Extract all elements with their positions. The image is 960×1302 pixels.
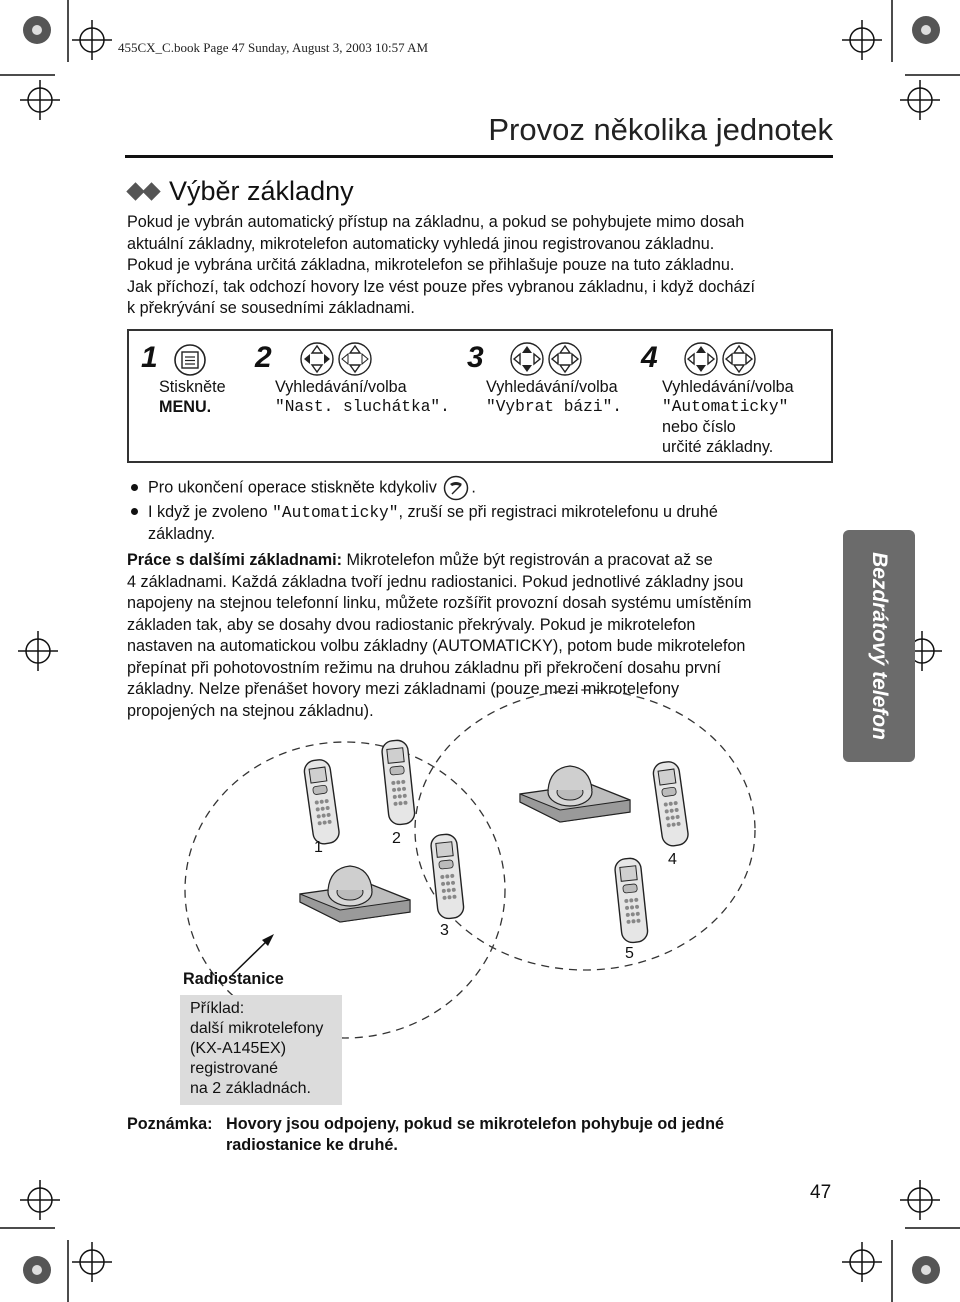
handset-label: 2 [392,830,401,847]
intro-line: k překrývání se sousedními základnami. [127,299,415,317]
multi-line: nastaven na automatickou volbu základny … [127,637,746,655]
note-text: Hovory jsou odpojeny, pokud se mikrotele… [226,1115,724,1133]
step-3-text: Vyhledávání/volba "Vybrat bázi". [486,377,622,417]
caption-line: (KX-A145EX) [190,1040,287,1057]
handset-label: 3 [440,922,449,939]
intro-line: Pokud je vybrána určitá základna, mikrot… [127,256,735,274]
multi-line-text: Mikrotelefon může být registrován a prac… [342,551,713,569]
bullet-text: Pro ukončení operace stiskněte kdykoliv [148,478,437,497]
navigation-keys-icon [510,342,582,376]
bullet-item: Pro ukončení operace stiskněte kdykoliv … [127,475,476,501]
page-number: 47 [810,1182,832,1203]
multi-line: základny. Nelze přenášet hovory mezi zák… [127,680,680,698]
bullet-item: I když je zvoleno "Automaticky", zruší s… [127,502,718,545]
bullet-text: , zruší se při registraci mikrotelefonu … [398,503,718,521]
step-line: "Automaticky" [662,398,789,416]
intro-line: Pokud je vybrán automatický přístup na z… [127,213,745,231]
side-tab: Bezdrátový telefon [843,530,915,762]
steps-box: 1 Stiskněte MENU. 2 Vyhledávání/volba "N… [127,329,833,463]
step-line: "Vybrat bázi". [486,398,622,416]
handset-label: 4 [668,851,677,868]
multi-base-paragraph: Práce s dalšími základnami: Mikrotelefon… [127,550,833,722]
multi-lead: Práce s dalšími základnami: [127,551,343,569]
multi-line: propojených na stejnou základnu). [127,701,374,720]
intro-line: Jak příchozí, tak odchozí hovory lze vés… [127,277,756,296]
step-line: Vyhledávání/volba [275,378,407,396]
step-line: Vyhledávání/volba [662,378,794,396]
caption-line: Příklad: [190,1000,245,1017]
step-line: MENU. [159,398,212,416]
step-number: 4 [641,341,658,374]
step-number: 2 [255,341,272,374]
note-text: radiostanice ke druhé. [226,1136,398,1154]
bullet-mono-text: "Automaticky" [272,504,399,522]
handset-label: 1 [314,839,323,856]
note: Poznámka: Hovory jsou odpojeny, pokud se … [127,1114,724,1156]
navigation-keys-icon [684,342,756,376]
section-title-text: Výběr základny [169,176,354,206]
intro-line: aktuální základny, mikrotelefon automati… [127,234,715,253]
step-2-text: Vyhledávání/volba "Nast. sluchátka". [275,377,450,417]
menu-button-icon [174,344,206,376]
step-number: 1 [141,341,158,374]
multi-line: přepínat při pohotovostním režimu na dru… [127,658,721,677]
step-line: nebo číslo [662,418,736,436]
chapter-rule [125,155,833,158]
off-button-icon [444,475,469,501]
step-line: "Nast. sluchátka". [275,398,450,416]
book-header: 455CX_C.book Page 47 Sunday, August 3, 2… [118,40,429,55]
chapter-title: Provoz několika jednotek [488,112,833,147]
intro-paragraph: Pokud je vybrán automatický přístup na z… [127,212,833,320]
example-caption: Příklad: další mikrotelefony (KX-A145EX)… [180,995,342,1105]
bullet-dot [131,508,138,516]
caption-line: registrované [190,1060,279,1077]
multi-line: 4 základnami. Každá základna tvoří jednu… [127,572,744,591]
section-title: Výběr základny [126,176,354,207]
caption-line: další mikrotelefony [190,1020,324,1037]
bullet-text-cont: základny. [148,525,216,543]
step-4-text: Vyhledávání/volba "Automaticky" nebo čís… [662,377,794,457]
multi-line: základen tak, aby se dosahy dvou radiost… [127,615,696,634]
step-number: 3 [467,341,484,374]
step-1-text: Stiskněte MENU. [159,377,226,417]
note-label: Poznámka: [127,1115,213,1133]
multi-line: napojeny na stejnou telefonní linku, můž… [127,594,752,612]
step-line: Stiskněte [159,378,226,396]
step-line: Vyhledávání/volba [486,378,618,396]
bullet-text-end: . [471,478,476,497]
multi-line: Práce s dalšími základnami: Mikrotelefon… [127,550,833,572]
radio-station-label: Radiostanice [183,970,284,988]
handset-label: 5 [625,945,634,962]
navigation-keys-icon [300,342,372,376]
bullet-dot [131,483,138,491]
caption-line: na 2 základnách. [190,1080,311,1097]
bullet-text: I když je zvoleno [148,503,273,521]
step-line: určité základny. [662,438,774,456]
